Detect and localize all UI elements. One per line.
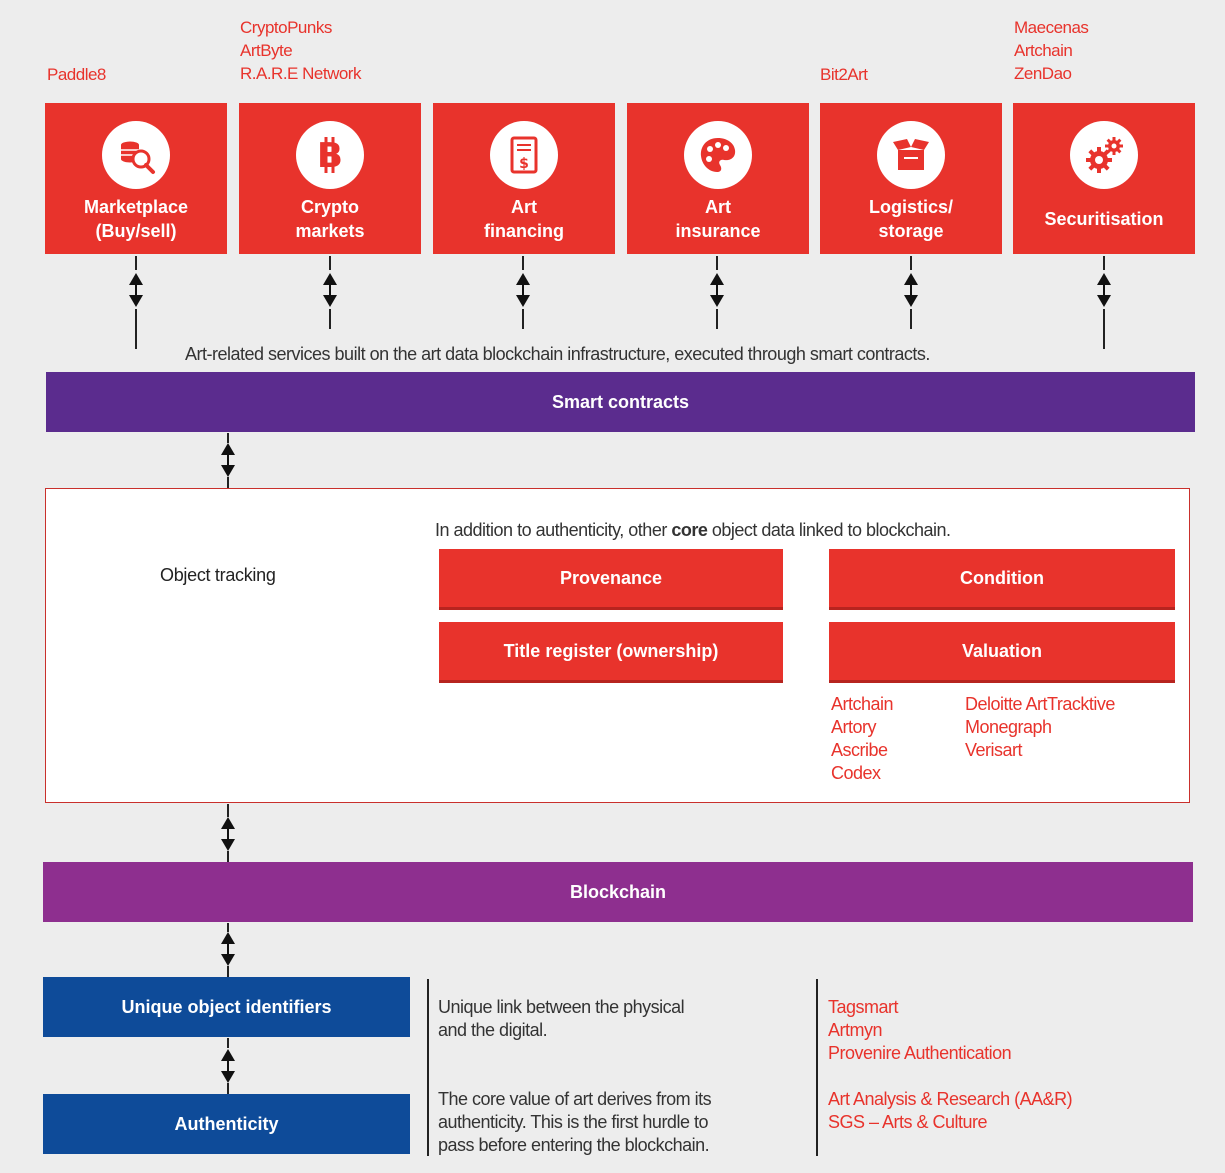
company-name: Deloitte ArtTracktive: [965, 694, 1115, 714]
service-securitisation: Securitisation: [1013, 103, 1195, 254]
company-list-securitisation: Maecenas Artchain ZenDao: [1014, 16, 1089, 85]
service-label-line2: (Buy/sell): [95, 221, 177, 241]
service-label-line1: Art: [705, 197, 731, 217]
service-logistics-storage: Logistics/storage: [820, 103, 1002, 254]
valuation-box: Valuation: [829, 622, 1175, 680]
company-name: Maecenas: [1014, 18, 1089, 37]
company-name: Provenire Authentication: [828, 1043, 1012, 1063]
company-name: Tagsmart: [828, 997, 899, 1017]
company-name: Art Analysis & Research (AA&R): [828, 1089, 1073, 1109]
storage-box-icon: [877, 121, 945, 189]
svg-text:$: $: [519, 156, 529, 172]
financing-document-icon: $: [490, 121, 558, 189]
object-tracking-caption: In addition to authenticity, other core …: [435, 520, 951, 540]
unique-object-identifiers-box: Unique object identifiers: [43, 977, 410, 1037]
service-marketplace: Marketplace (Buy/sell): [45, 103, 227, 254]
object-tracking-companies-right: Deloitte ArtTracktive Monegraph Verisart: [965, 693, 1115, 762]
company-name: SGS – Arts & Culture: [828, 1112, 988, 1132]
company-name: Paddle8: [47, 65, 106, 84]
object-tracking-label: Object tracking: [160, 565, 276, 585]
company-name: Ascribe: [831, 740, 888, 760]
unique-identifiers-description: Unique link between the physical and the…: [438, 997, 685, 1040]
service-art-insurance: Art insurance: [627, 103, 809, 254]
company-name: CryptoPunks: [240, 18, 332, 37]
company-name: Artory: [831, 717, 877, 737]
divider: [427, 979, 429, 1156]
company-name: Verisart: [965, 740, 1023, 760]
company-list-logistics: Bit2Art: [820, 63, 868, 86]
service-label-line2: storage: [878, 221, 944, 241]
divider: [816, 979, 818, 1156]
service-crypto-markets: B Crypto markets: [239, 103, 421, 254]
service-label-line1: Logistics/: [868, 197, 953, 217]
service-art-financing: $ Art financing: [433, 103, 615, 254]
authenticity-description: The core value of art derives from its a…: [438, 1089, 712, 1155]
service-label-line2: insurance: [675, 221, 761, 241]
service-label-line1: Art: [511, 197, 537, 217]
service-label-line1: Marketplace: [83, 197, 189, 217]
company-name: ArtByte: [240, 41, 293, 60]
company-name: Artchain: [831, 694, 894, 714]
company-list-crypto: CryptoPunks ArtByte R.A.R.E Network: [240, 16, 361, 85]
authenticity-companies: Art Analysis & Research (AA&R) SGS – Art…: [828, 1088, 1073, 1134]
company-name: Codex: [831, 763, 881, 783]
service-label-line2: financing: [484, 221, 564, 241]
condition-box: Condition: [829, 549, 1175, 607]
authenticity-box: Authenticity: [43, 1094, 410, 1154]
object-tracking-companies-left: Artchain Artory Ascribe Codex: [831, 693, 894, 785]
company-list-marketplace: Paddle8: [47, 63, 106, 86]
title-register-box: Title register (ownership): [439, 622, 783, 680]
bitcoin-icon: B: [296, 121, 364, 189]
object-tracking-panel: Object tracking In addition to authentic…: [45, 488, 1190, 803]
provenance-box: Provenance: [439, 549, 783, 607]
company-name: ZenDao: [1014, 64, 1072, 83]
svg-text:B: B: [317, 136, 343, 175]
company-name: Artchain: [1014, 41, 1073, 60]
marketplace-icon: [102, 121, 170, 189]
company-name: R.A.R.E Network: [240, 64, 361, 83]
company-name: Monegraph: [965, 717, 1052, 737]
smart-contracts-band: Smart contracts: [46, 372, 1195, 432]
palette-icon: [684, 121, 752, 189]
service-label-line2: markets: [295, 221, 365, 241]
services-caption: Art-related services built on the art da…: [185, 344, 930, 364]
gears-icon: [1070, 121, 1138, 189]
service-label-line1: Securitisation: [1044, 209, 1164, 229]
blockchain-band: Blockchain: [43, 862, 1193, 922]
company-name: Artmyn: [828, 1020, 883, 1040]
service-label-line1: Crypto: [301, 197, 359, 217]
company-name: Bit2Art: [820, 65, 868, 84]
unique-identifiers-companies: Tagsmart Artmyn Provenire Authentication: [828, 996, 1012, 1065]
